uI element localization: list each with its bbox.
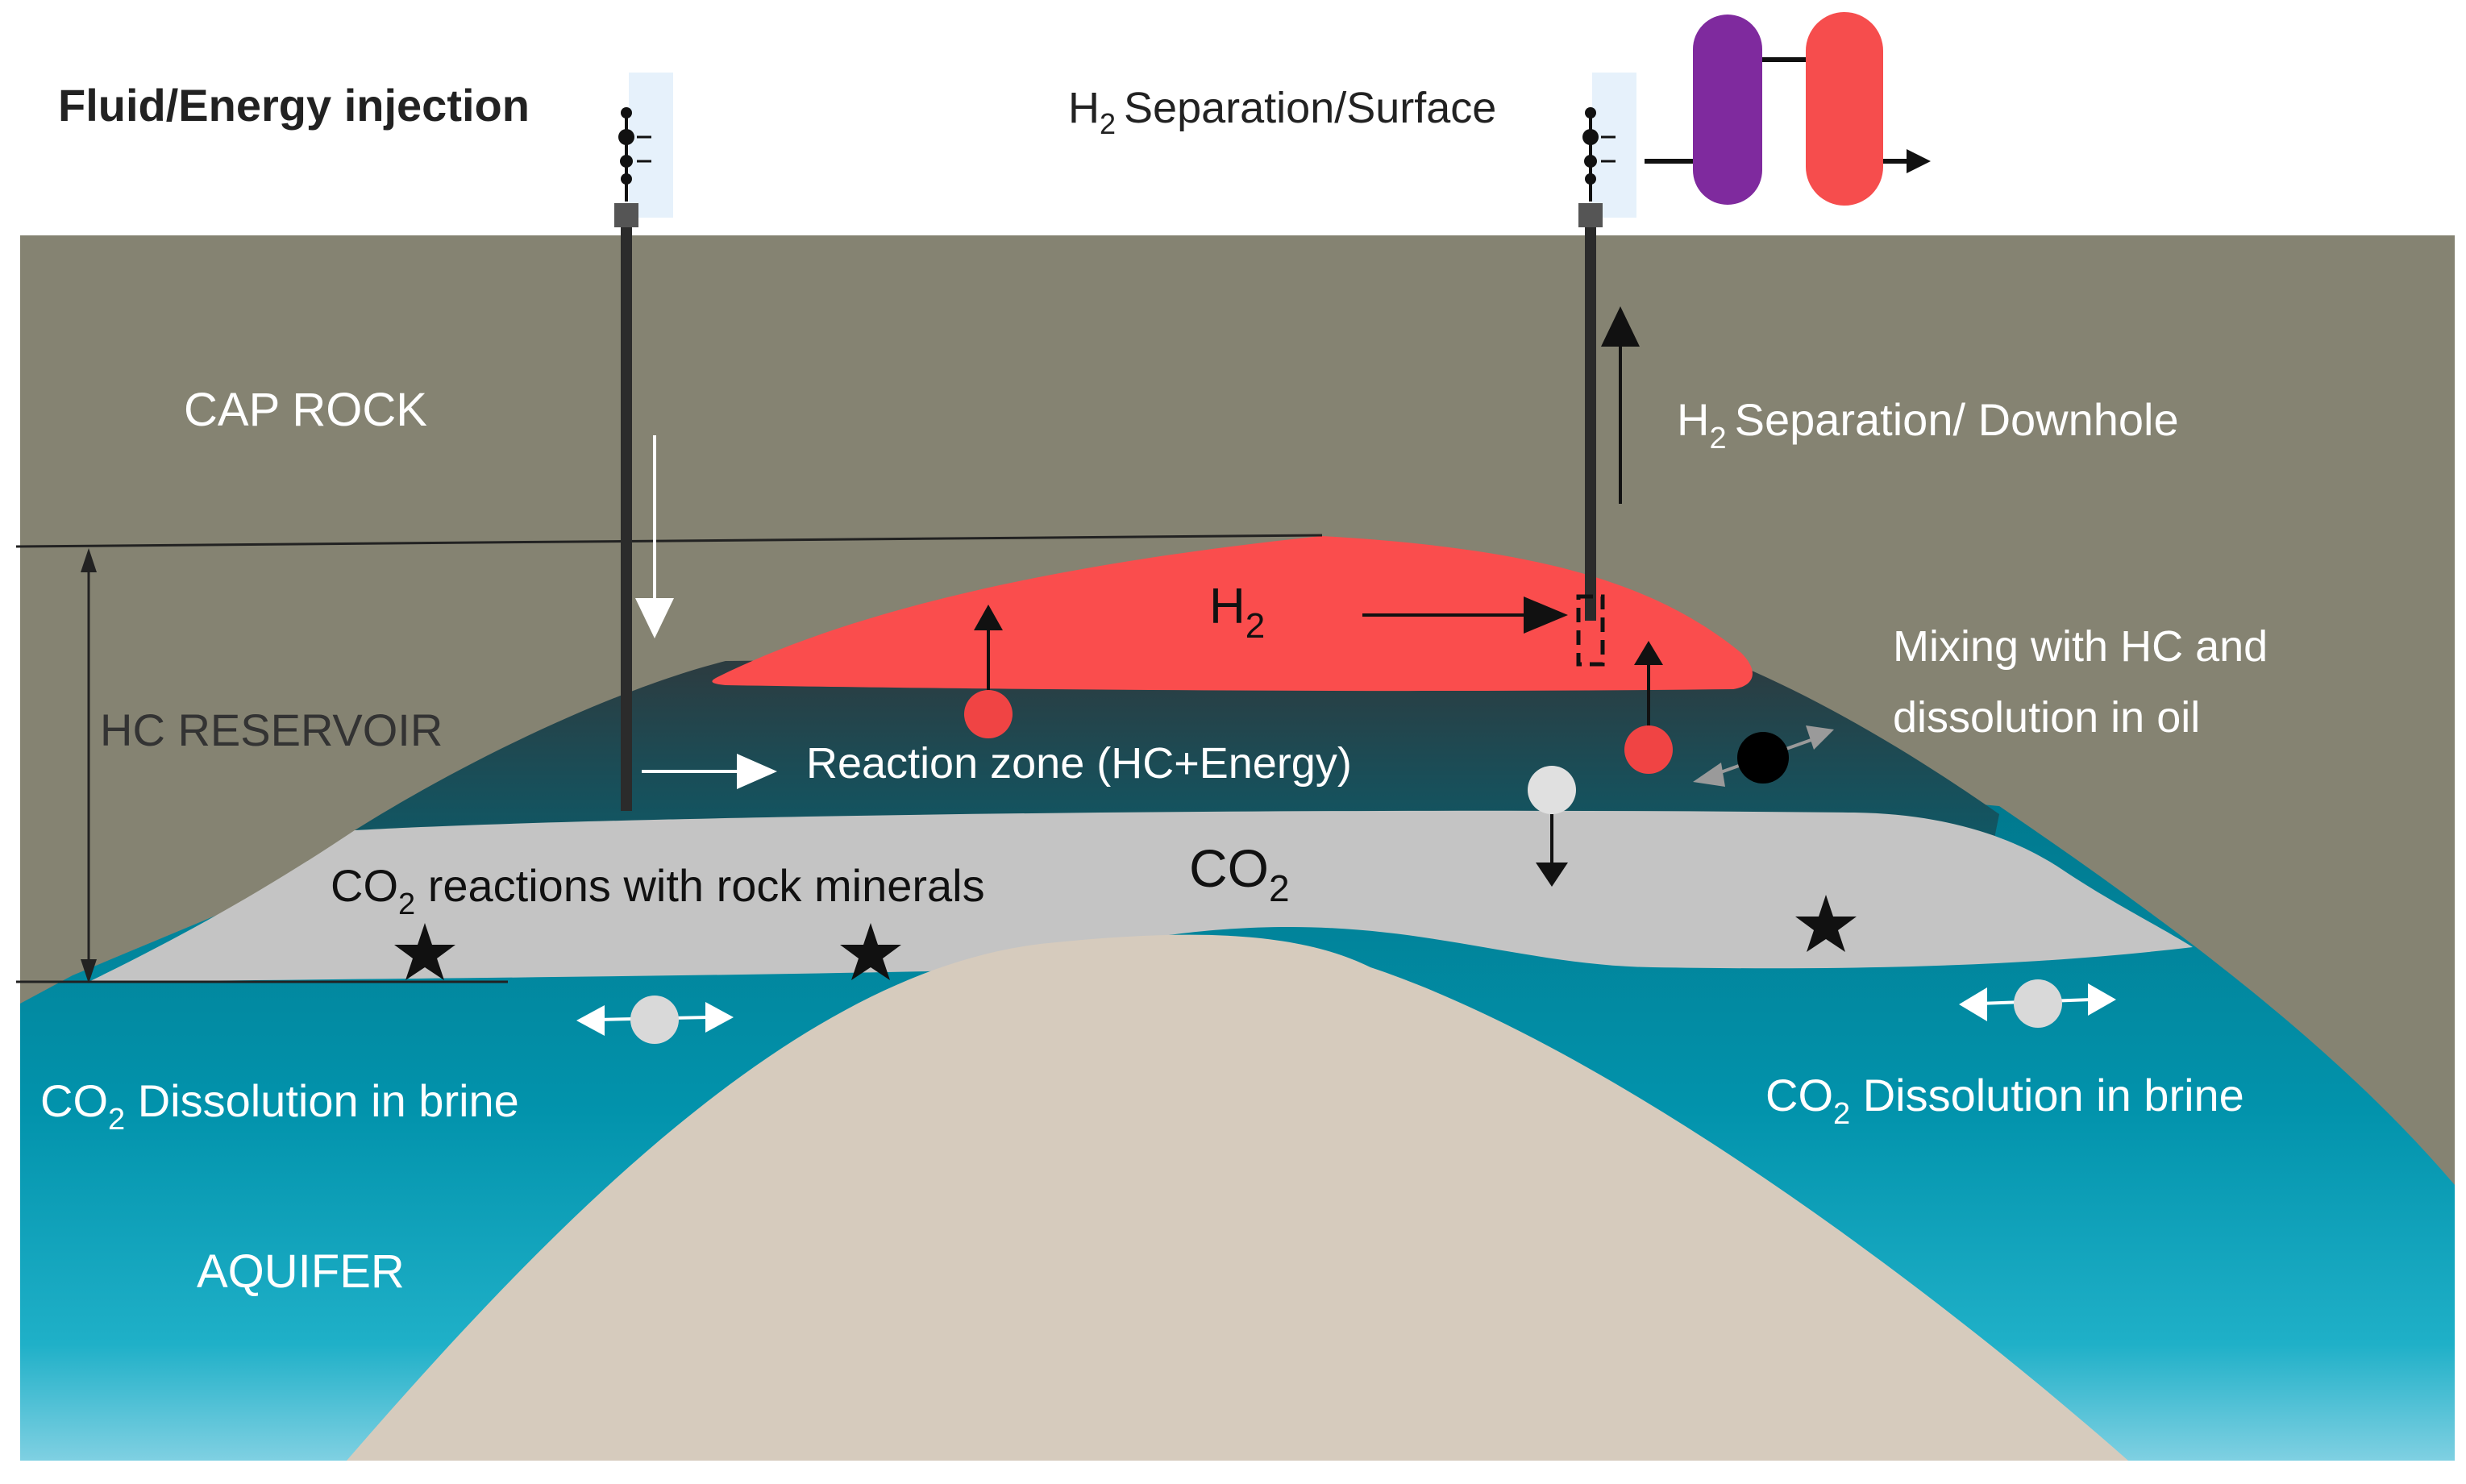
basement-dome — [347, 934, 2128, 1461]
arrow-right-icon — [737, 754, 777, 789]
reservoir-top-line — [15, 534, 1323, 548]
arrow-right-icon — [1907, 149, 1931, 173]
h2-particle-right — [1624, 641, 1673, 774]
h2-zone-label: H2 — [1209, 579, 1265, 646]
arrow-down-icon — [635, 598, 674, 638]
arrow-down-icon — [1536, 863, 1568, 887]
separator-vessel-red — [1806, 12, 1883, 206]
co2-zone — [89, 810, 2193, 982]
production-wellhead-base — [1578, 203, 1603, 227]
injection-wellhead-base — [614, 203, 638, 227]
mixing-label-line2: dissolution in oil — [1893, 693, 2200, 742]
cap-rock-label: CAP ROCK — [184, 384, 427, 436]
arrow-up-icon — [1634, 641, 1663, 665]
arrow-down-icon — [81, 959, 97, 983]
co2-dissolution-particle-right — [1959, 979, 2116, 1028]
arrow-right-icon — [705, 1002, 734, 1033]
star-icon — [394, 923, 455, 980]
injection-well — [614, 73, 673, 811]
arrow-left-icon — [1959, 987, 1987, 1021]
h2-particle-left — [964, 605, 1013, 738]
co2-particle-sinking — [1528, 766, 1576, 887]
arrow-right-icon — [1524, 597, 1568, 634]
wellhead-icon — [618, 107, 651, 202]
injection-wellbore — [621, 218, 632, 811]
production-wellbore — [1585, 218, 1596, 621]
reaction-zone-label: Reaction zone (HC+Energy) — [806, 739, 1352, 788]
mixing-label-line1: Mixing with HC and — [1893, 622, 2268, 671]
arrow-left-icon — [1693, 763, 1725, 787]
downhole-separator-icon — [1576, 594, 1605, 667]
production-well — [1576, 73, 1636, 667]
production-wellhead-glow — [1592, 73, 1636, 218]
injection-wellhead-glow — [629, 73, 673, 218]
co2-dissolution-right-label: CO2 Dissolution in brine — [1765, 1070, 2244, 1131]
arrow-left-icon — [576, 1005, 605, 1036]
arrow-up-icon — [974, 605, 1003, 630]
star-icon — [840, 923, 901, 980]
reaction-zone — [355, 653, 1999, 854]
wellhead-icon — [1582, 107, 1616, 202]
h2-zone — [712, 536, 1753, 692]
aquifer-label: AQUIFER — [197, 1245, 405, 1298]
co2-dissolution-particle-left — [576, 996, 734, 1044]
star-icon — [1795, 895, 1857, 952]
co2-dissolution-left-label: CO2 Dissolution in brine — [40, 1075, 519, 1137]
co2-zone-label: CO2 — [1189, 838, 1290, 909]
arrow-right-icon — [1806, 725, 1834, 750]
hc-reservoir-label: HC RESERVOIR — [100, 705, 443, 755]
arrow-up-icon — [1601, 306, 1640, 347]
co2-reactions-label: CO2 reactions with rock minerals — [331, 860, 985, 921]
arrow-up-icon — [81, 548, 97, 572]
hc-mixing-particle — [1693, 725, 1834, 787]
separator-vessel-purple — [1693, 15, 1762, 205]
fluid-energy-injection-label: Fluid/Energy injection — [58, 80, 530, 131]
surface-separator — [1645, 12, 1931, 206]
arrow-right-icon — [2088, 983, 2116, 1016]
